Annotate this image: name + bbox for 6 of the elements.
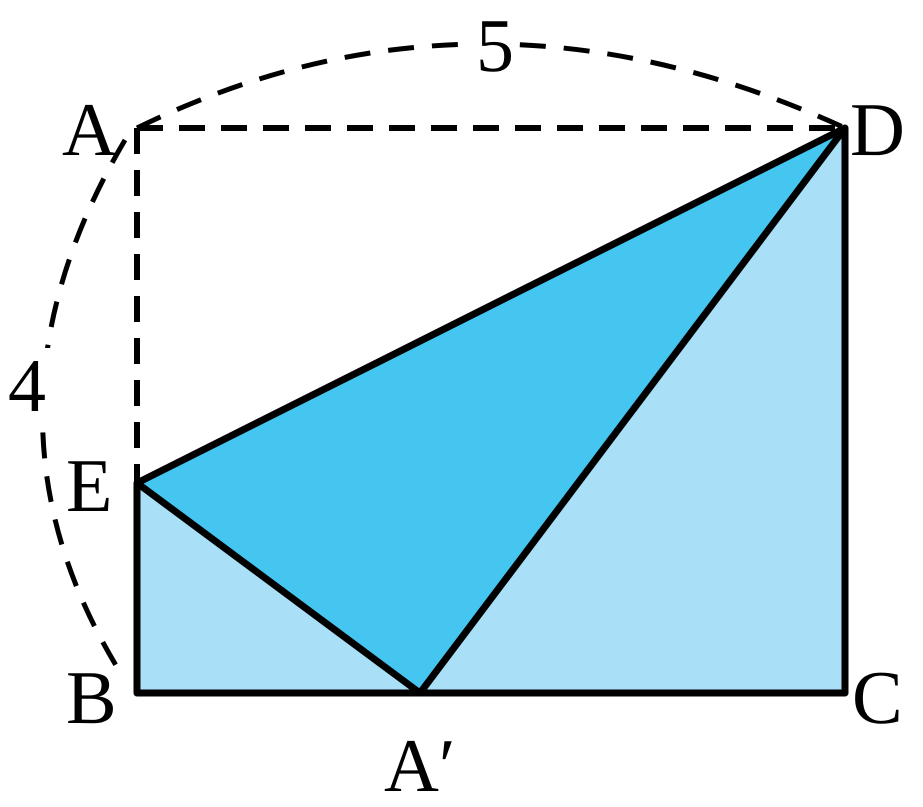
point-label: E xyxy=(66,448,112,524)
point-label: A′ xyxy=(384,728,456,804)
point-label: C xyxy=(852,660,903,736)
point-label: A xyxy=(62,92,117,168)
point-label: D xyxy=(850,92,905,168)
point-label: B xyxy=(66,660,117,736)
